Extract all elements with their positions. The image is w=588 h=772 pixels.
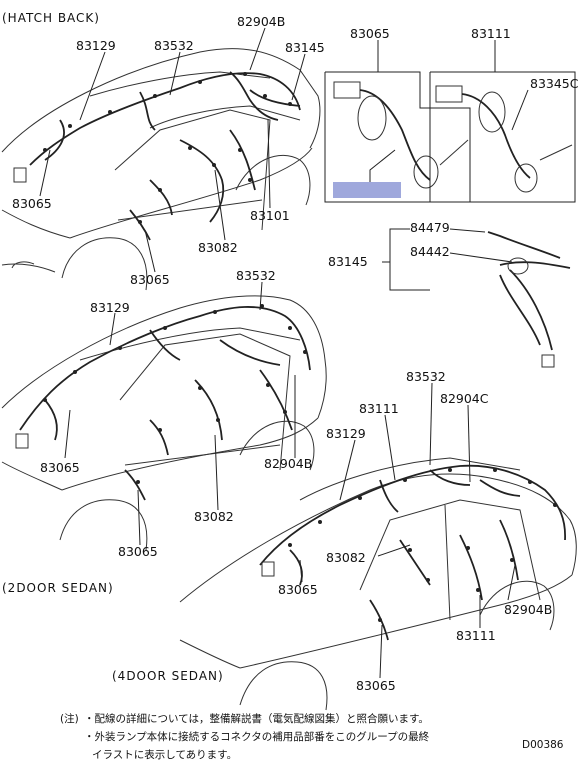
label-83145-hatch: 83145 [285, 40, 325, 55]
label-84442: 84442 [410, 244, 450, 259]
label-83065-hatch-b: 83065 [130, 272, 170, 287]
harness-detail-83145 [382, 228, 571, 368]
diagram-code: D00386 [522, 739, 564, 751]
label-84479: 84479 [410, 220, 450, 235]
label-82904B-4door: 82904B [504, 602, 552, 617]
label-83082-2door: 83082 [194, 509, 234, 524]
label-82904C: 82904C [440, 391, 489, 406]
label-83065-hatch-a: 83065 [12, 196, 52, 211]
label-83082-4door: 83082 [326, 550, 366, 565]
label-83065-2door-b: 83065 [118, 544, 158, 559]
note-line-2: ・外装ランプ本体に接続するコネクタの補用品部番をこのグループの最終 [84, 730, 430, 743]
note-line-1: ・配線の詳細については，整備解説書（電気配線図集）と照合願います。 [84, 712, 429, 725]
label-83345C: 83345C [530, 76, 579, 91]
label-83111-4door-b: 83111 [456, 628, 496, 643]
section-label-4door-sedan: (4DOOR SEDAN) [112, 669, 224, 683]
label-83532-4door: 83532 [406, 369, 446, 384]
2door-sedan-car-illustration [1, 295, 327, 551]
highlight-bar [333, 182, 401, 198]
note-prefix: (注) [60, 712, 79, 725]
note-line-3: イラストに表示してあります。 [92, 748, 237, 761]
section-label-hatchback: (HATCH BACK) [2, 11, 100, 25]
label-83111-detail: 83111 [471, 26, 511, 41]
label-83065-4door-a: 83065 [278, 582, 318, 597]
label-83129-4door: 83129 [326, 426, 366, 441]
label-83532-hatch: 83532 [154, 38, 194, 53]
label-83532-2door: 83532 [236, 268, 276, 283]
label-83065-4door-b: 83065 [356, 678, 396, 693]
detail-box-83065 [324, 40, 471, 203]
section-label-2door-sedan: (2DOOR SEDAN) [2, 581, 114, 595]
label-83065-detail: 83065 [350, 26, 390, 41]
hatchback-car-illustration [1, 48, 321, 291]
detail-box-83111 [429, 40, 576, 203]
label-83129-hatch: 83129 [76, 38, 116, 53]
label-83082-hatch: 83082 [198, 240, 238, 255]
label-83129-2door: 83129 [90, 300, 130, 315]
label-83065-2door-a: 83065 [40, 460, 80, 475]
label-83101: 83101 [250, 208, 290, 223]
label-82904B-hatch: 82904B [237, 14, 285, 29]
label-83145-harness: 83145 [328, 254, 368, 269]
label-82904B-2door: 82904B [264, 456, 312, 471]
label-83111-4door-a: 83111 [359, 401, 399, 416]
4door-sedan-car-illustration [179, 457, 577, 711]
